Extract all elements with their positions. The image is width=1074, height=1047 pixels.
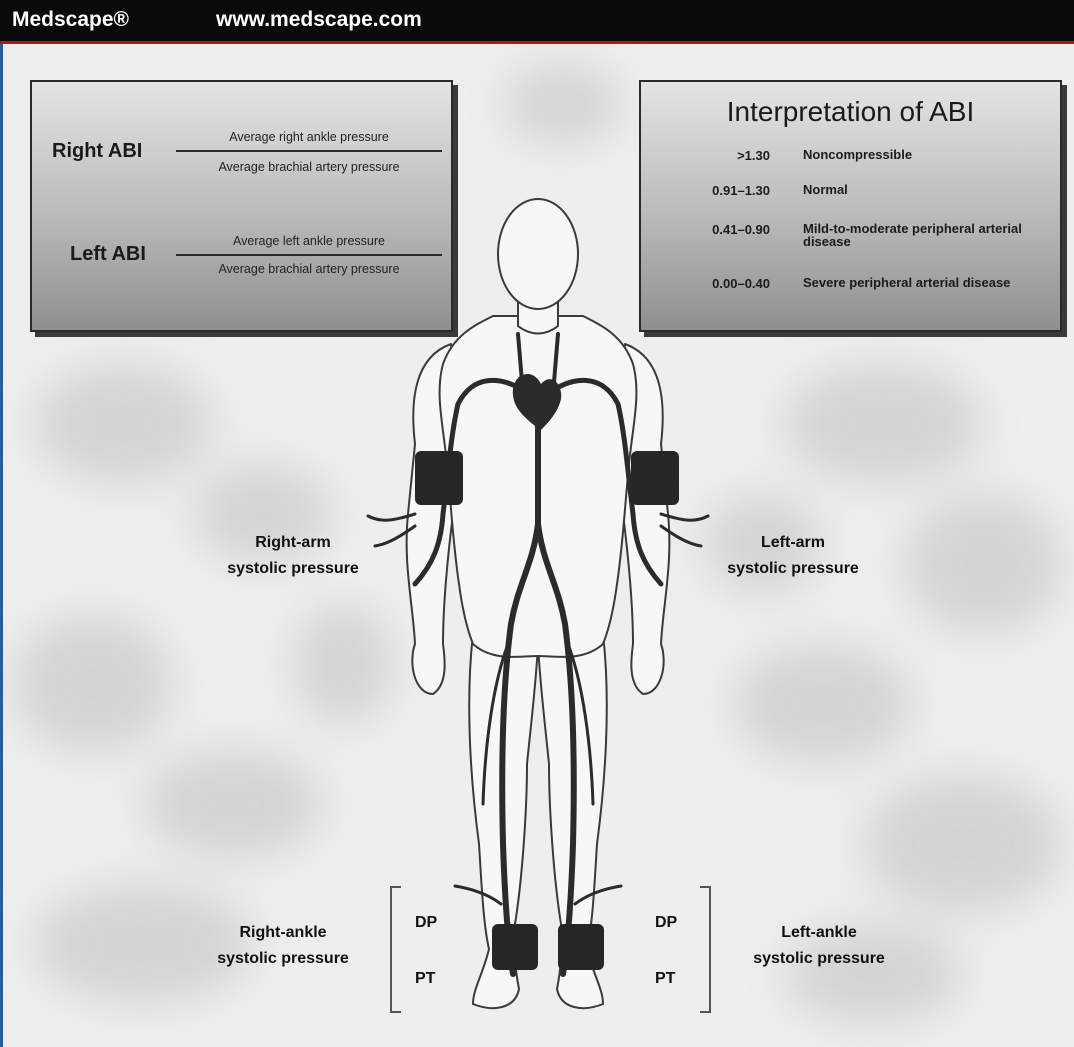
human-figure-illustration <box>3 44 1074 1047</box>
right-arm-cuff <box>415 451 463 505</box>
right-ankle-bracket <box>391 887 401 1012</box>
right-ankle-label: Right-ankle systolic pressure <box>193 920 373 972</box>
left-pt-label: PT <box>655 970 675 988</box>
right-ankle-cuff <box>492 924 538 970</box>
right-arm-label-line1: Right-arm <box>203 530 383 556</box>
left-ankle-label: Left-ankle systolic pressure <box>729 920 909 972</box>
right-ankle-label-line1: Right-ankle <box>193 920 373 946</box>
site-url: www.medscape.com <box>216 8 422 32</box>
left-ankle-bracket <box>700 887 710 1012</box>
left-ankle-cuff <box>558 924 604 970</box>
diagram-canvas: Right ABI Average right ankle pressure A… <box>3 44 1074 1047</box>
left-ankle-label-line2: systolic pressure <box>729 946 909 972</box>
right-dp-label: DP <box>415 914 437 932</box>
right-arm-label-line2: systolic pressure <box>203 556 383 582</box>
left-arm-label: Left-arm systolic pressure <box>703 530 883 582</box>
brand-name: Medscape® <box>12 8 129 32</box>
left-arm-label-line2: systolic pressure <box>703 556 883 582</box>
left-ankle-label-line1: Left-ankle <box>729 920 909 946</box>
head-outline <box>498 199 578 309</box>
header-bar: Medscape® www.medscape.com <box>0 0 1074 44</box>
left-arm-cuff <box>631 451 679 505</box>
right-ankle-label-line2: systolic pressure <box>193 946 373 972</box>
left-arm-label-line1: Left-arm <box>703 530 883 556</box>
right-pt-label: PT <box>415 970 435 988</box>
left-dp-label: DP <box>655 914 677 932</box>
right-arm-label: Right-arm systolic pressure <box>203 530 383 582</box>
